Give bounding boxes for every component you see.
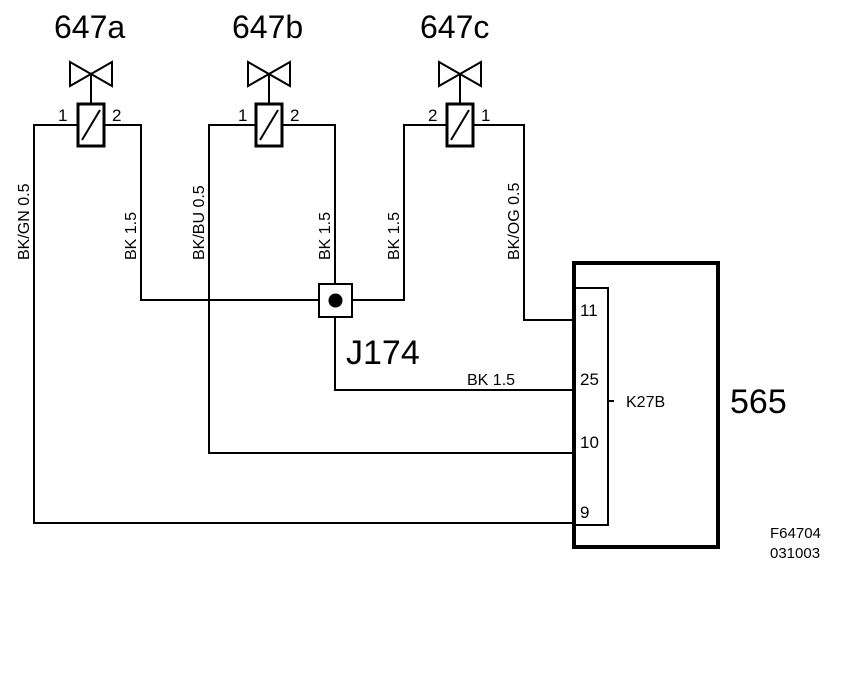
connector-label: K27B: [626, 394, 665, 411]
wire-label-bk-bu: BK/BU 0.5: [191, 185, 208, 260]
module-pin-11: 11: [580, 301, 598, 320]
valve-647a-pin-2: 2: [112, 106, 121, 125]
wire-bk-25: [334, 316, 575, 391]
valve-647c-label: 647c: [420, 9, 489, 45]
valve-647c-pin-2: 2: [428, 106, 437, 125]
wire-bk-c: [352, 124, 447, 301]
wire-label-bk-gn: BK/GN 0.5: [16, 183, 33, 260]
junction-dot: [328, 293, 343, 308]
wire-label-bk-c: BK 1.5: [386, 212, 403, 260]
valve-647b-label: 647b: [232, 9, 303, 45]
date-code: 031003: [770, 545, 820, 562]
valve-647c-symbol: [438, 60, 482, 88]
junction-box: [318, 283, 353, 318]
wire-label-bk-a: BK 1.5: [123, 212, 140, 260]
valve-647a-label: 647a: [54, 9, 125, 45]
valve-647a-symbol: [69, 60, 113, 88]
valve-647b: 647b 1 2: [232, 9, 303, 148]
valve-647a: 647a 1 2: [54, 9, 125, 148]
wire-bk-a: [104, 124, 319, 301]
valve-647b-symbol: [247, 60, 291, 88]
connector-bracket: [575, 287, 609, 526]
module-pin-10: 10: [580, 433, 599, 452]
junction-label: J174: [346, 334, 420, 372]
valve-647b-pin-2: 2: [290, 106, 299, 125]
wire-label-bk-b: BK 1.5: [317, 212, 334, 260]
wire-bk-og: [473, 124, 575, 321]
wire-label-bk-25: BK 1.5: [467, 372, 515, 389]
valve-647b-pin-1: 1: [238, 106, 247, 125]
module-pin-25: 25: [580, 370, 599, 389]
module-label: 565: [730, 383, 787, 421]
module-box: [572, 261, 720, 549]
valve-647b-coil-slash: [259, 109, 279, 141]
junction-j174: J174: [318, 283, 420, 372]
figure-id: F64704: [770, 525, 821, 542]
valve-647c-coil-slash: [450, 109, 470, 141]
valve-647c-pin-1: 1: [481, 106, 490, 125]
module-565: 11 25 10 9 K27B 565: [572, 261, 787, 549]
valve-647a-pin-1: 1: [58, 106, 67, 125]
wire-bk-b: [282, 124, 336, 284]
wire-bk-bu: [208, 124, 575, 454]
valve-647a-coil-slash: [81, 109, 101, 141]
module-pin-9: 9: [580, 503, 589, 522]
wire-bk-gn: [33, 124, 575, 524]
wire-label-bk-og: BK/OG 0.5: [506, 183, 523, 260]
